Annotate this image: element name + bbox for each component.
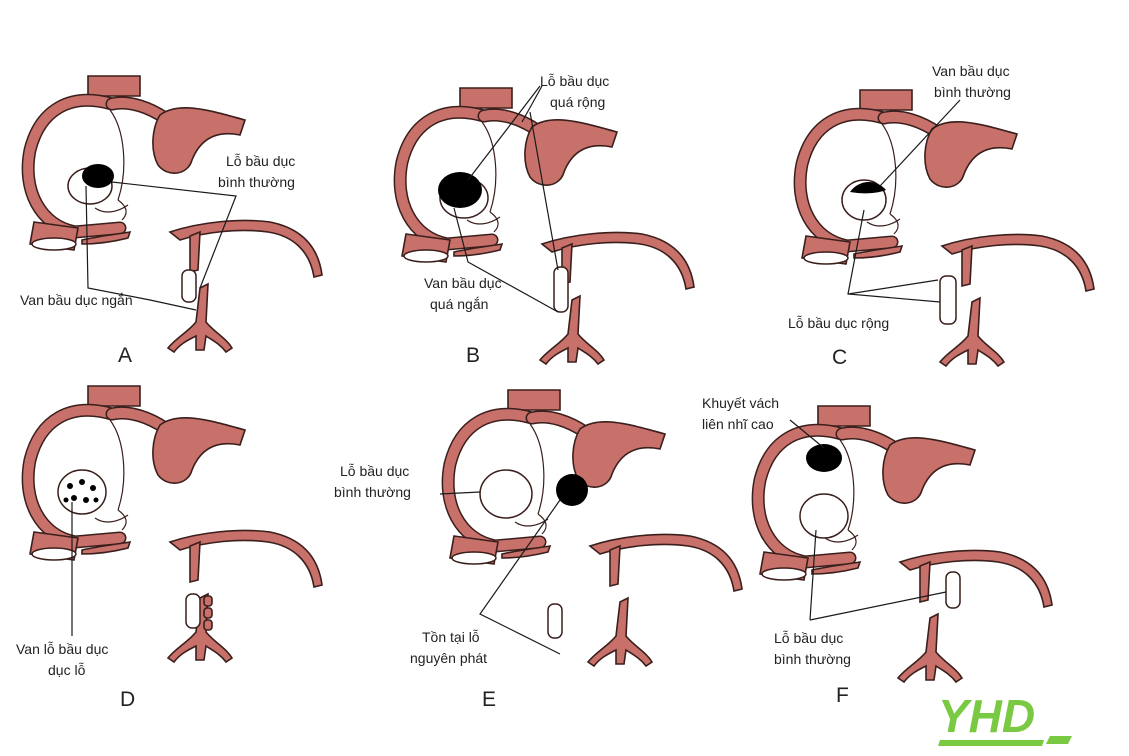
panel-letter-f: F: [836, 684, 849, 707]
normal-foramen-oval: [799, 493, 849, 539]
label-a-normal-line2: bình thường: [218, 174, 295, 190]
normal-foramen-oval: [479, 469, 533, 519]
foramen-sketch: [553, 266, 569, 313]
label-f-normal-line2: bình thường: [774, 651, 851, 667]
panel-f: Khuyết vách liên nhĩ cao Lỗ bầu dục bình…: [702, 395, 1052, 707]
label-b-wide-line1: Lỗ bầu dục: [540, 73, 609, 89]
foramen-sketch: [945, 571, 961, 609]
foramen-sketch: [939, 275, 957, 325]
label-a-short-valve: Van bầu dục ngắn: [20, 292, 133, 308]
foramen-sketch: [185, 593, 201, 629]
label-d-line1: Van lỗ bầu dục: [16, 641, 108, 657]
label-a-normal-line1: Lỗ bầu dục: [226, 153, 295, 169]
panel-letter-b: B: [466, 344, 480, 367]
fenestrated-valve: [57, 469, 107, 515]
label-e-primum-line2: nguyên phát: [410, 650, 487, 666]
panel-e: Lỗ bầu dục bình thường Tồn tại lỗ nguyên…: [334, 390, 742, 711]
primum-defect: [556, 474, 588, 506]
label-b-valve-line1: Van bầu dục: [424, 275, 502, 291]
label-c-valve-line1: Van bầu dục: [932, 63, 1010, 79]
high-atrial-septal-defect: [806, 444, 842, 472]
label-b-valve-line2: quá ngắn: [430, 296, 488, 312]
label-f-defect-line1: Khuyết vách: [702, 395, 779, 411]
label-d-line2: dục lỗ: [48, 662, 86, 678]
panel-letter-d: D: [120, 688, 135, 711]
label-f-normal-line1: Lỗ bầu dục: [774, 630, 843, 646]
hole-shape: [438, 172, 482, 208]
label-e-normal-line2: bình thường: [334, 484, 411, 500]
foramen-sketch: [181, 269, 197, 303]
label-b-wide-line2: quá rộng: [550, 94, 605, 110]
panel-d: Van lỗ bầu dục dục lỗ D: [16, 386, 322, 711]
label-e-primum-line1: Tồn tại lỗ: [422, 629, 480, 645]
panel-c: Van bầu dục bình thường Lỗ bầu dục rộng …: [788, 63, 1094, 369]
panel-letter-a: A: [118, 344, 132, 367]
panel-b: Lỗ bầu dục quá rộng Van bầu dục quá ngắn…: [400, 73, 694, 367]
label-c-valve-line2: bình thường: [934, 84, 1011, 100]
panel-letter-e: E: [482, 688, 496, 711]
label-f-defect-line2: liên nhĩ cao: [702, 416, 774, 432]
yhd-logo: YHD: [938, 690, 1072, 746]
foramen-sketch: [547, 603, 563, 639]
logo-text: YHD: [938, 690, 1035, 742]
hole-shape: [82, 164, 114, 188]
panel-a: Lỗ bầu dục bình thường Van bầu dục ngắn …: [20, 76, 322, 367]
hole-shape: [850, 181, 886, 194]
label-e-normal-line1: Lỗ bầu dục: [340, 463, 409, 479]
label-c-wide-hole: Lỗ bầu dục rộng: [788, 315, 889, 331]
panel-letter-c: C: [832, 346, 847, 369]
